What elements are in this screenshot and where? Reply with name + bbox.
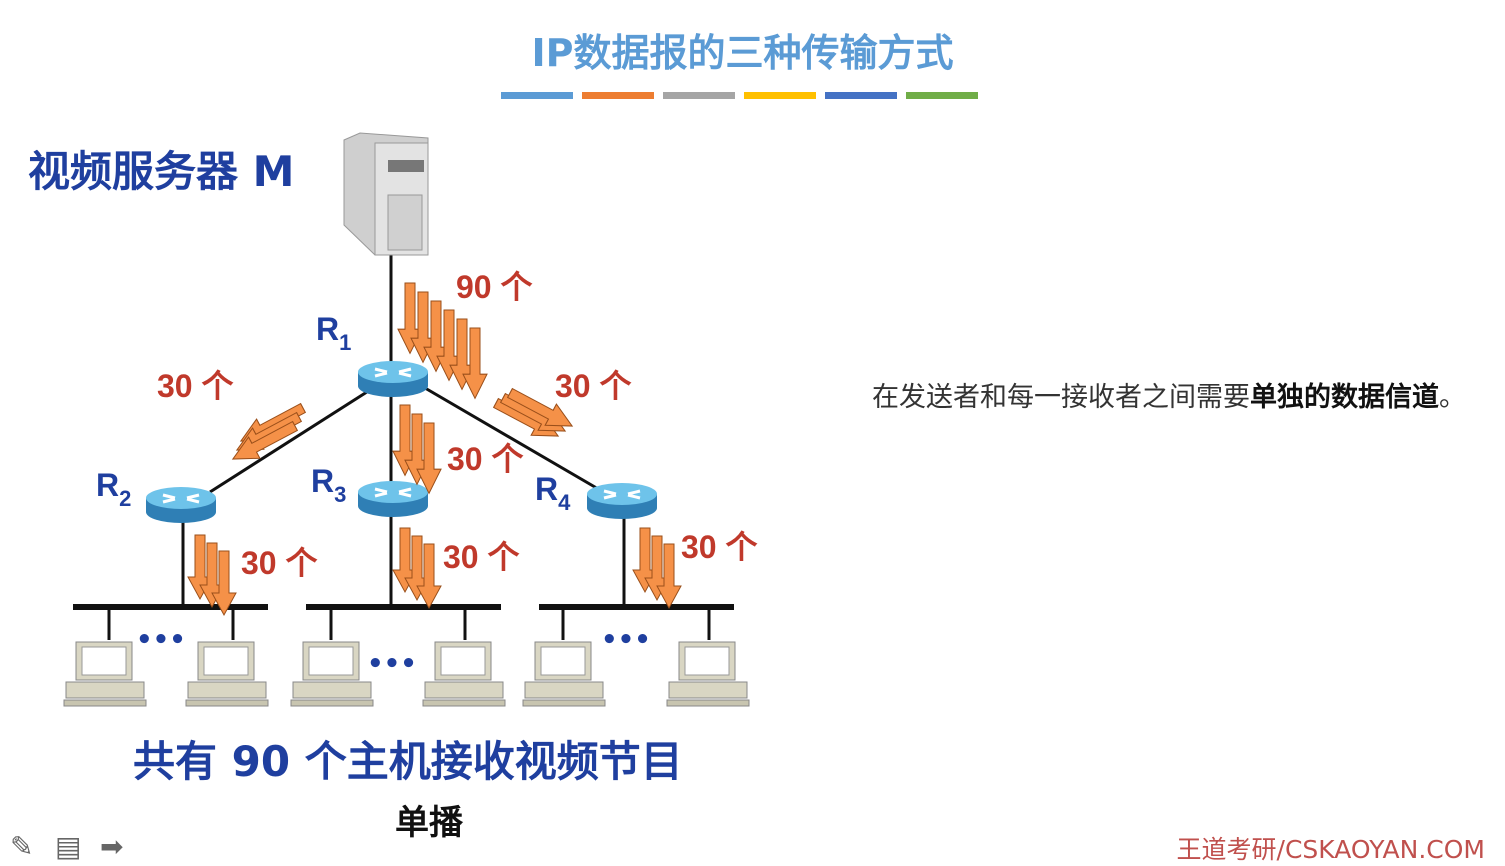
links xyxy=(73,255,734,640)
router-label-r3: R3 xyxy=(311,463,346,507)
brand-watermark: 王道考研/CSKAOYAN.COM xyxy=(1176,835,1485,864)
count-r1-r2: 30 个 xyxy=(157,368,234,404)
ellipsis: ••• xyxy=(367,649,417,679)
arrow-right-icon[interactable]: ➡ xyxy=(100,830,124,863)
description-text: 在发送者和每一接收者之间需要 xyxy=(872,382,1250,413)
count-r1-r4: 30 个 xyxy=(555,368,632,404)
pen-icon[interactable]: ✎ xyxy=(10,830,34,863)
router-r4-icon xyxy=(585,481,659,521)
description-end: 。 xyxy=(1439,382,1466,413)
color-bar xyxy=(582,92,654,99)
server-label: 视频服务器 M xyxy=(28,147,295,196)
router-r3-icon xyxy=(356,479,430,519)
count-r1-r3: 30 个 xyxy=(447,441,524,477)
router-r1-icon xyxy=(356,359,430,399)
computer-icon xyxy=(63,641,147,707)
computer-icon xyxy=(185,641,269,707)
description: 在发送者和每一接收者之间需要单独的数据信道。 xyxy=(872,380,1482,416)
color-bar xyxy=(825,92,897,99)
ellipsis: ••• xyxy=(136,625,186,655)
computer-icon xyxy=(522,641,606,707)
server-icon xyxy=(343,132,429,256)
color-bar xyxy=(906,92,978,99)
computer-icon xyxy=(422,641,506,707)
count-r2-lan: 30 个 xyxy=(241,545,318,581)
count-server-r1: 90 个 xyxy=(456,269,533,305)
computer-icon xyxy=(290,641,374,707)
description-emphasis: 单独的数据信道 xyxy=(1250,382,1439,413)
slide-title: IP数据报的三种传输方式 xyxy=(531,31,954,75)
ellipsis: ••• xyxy=(601,625,651,655)
router-label-r1: R1 xyxy=(316,311,351,355)
router-label-r4: R4 xyxy=(535,471,571,515)
color-bar xyxy=(663,92,735,99)
color-bar xyxy=(501,92,573,99)
count-r4-lan: 30 个 xyxy=(681,529,758,565)
router-r2-icon xyxy=(144,485,218,525)
mode-label: 单播 xyxy=(395,803,463,843)
color-bar xyxy=(744,92,816,99)
notes-icon[interactable]: ▤ xyxy=(55,830,82,863)
count-r3-lan: 30 个 xyxy=(443,539,520,575)
computer-icon xyxy=(666,641,750,707)
router-label-r2: R2 xyxy=(96,467,131,511)
caption: 共有 90 个主机接收视频节目 xyxy=(133,737,683,786)
